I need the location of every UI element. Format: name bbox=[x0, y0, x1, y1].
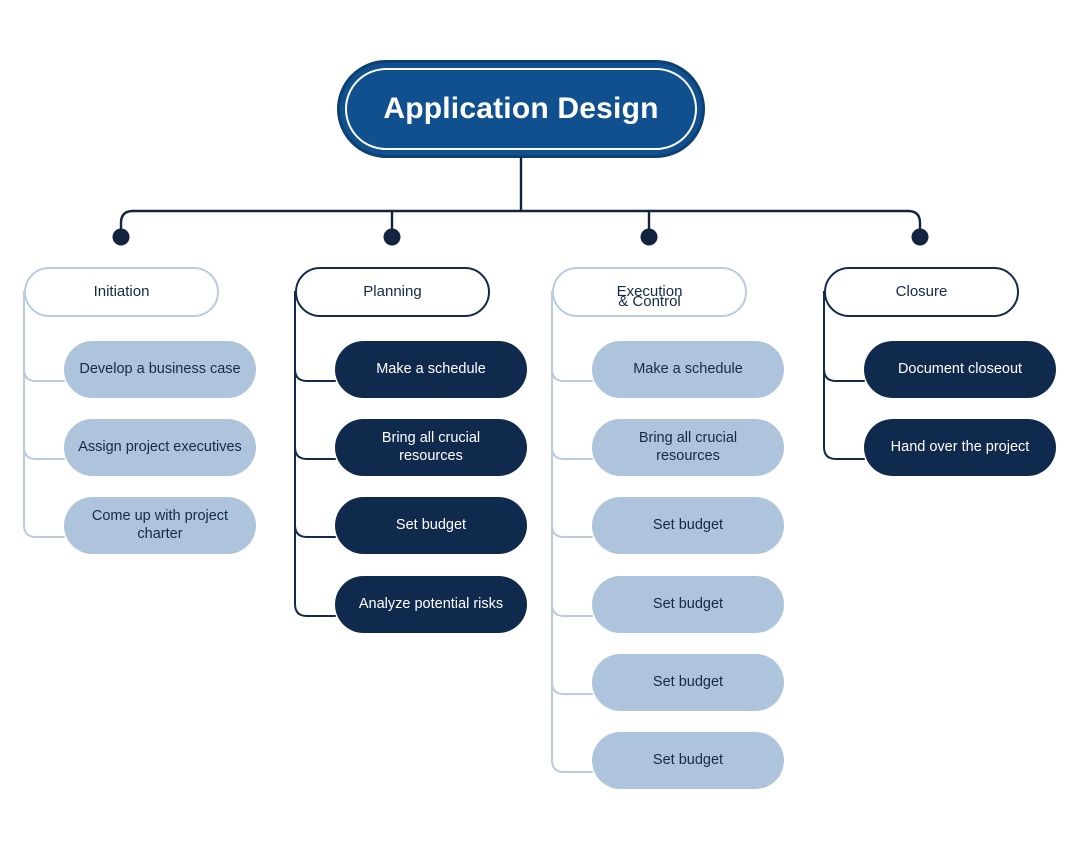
node-closure-1[interactable]: Document closeout bbox=[864, 341, 1056, 398]
column-header-closure-label: Closure bbox=[895, 283, 948, 301]
spine-closure bbox=[823, 291, 865, 460]
node-execution-3[interactable]: Set budget bbox=[592, 497, 784, 554]
column-header-closure[interactable]: Closure bbox=[824, 267, 1019, 317]
trunk-elbow-left bbox=[119, 209, 135, 231]
root-node-application-design[interactable]: Application Design bbox=[337, 60, 705, 158]
branch-dot-closure bbox=[911, 228, 929, 246]
node-execution-5[interactable]: Set budget bbox=[592, 654, 784, 711]
node-planning-3[interactable]: Set budget bbox=[335, 497, 527, 554]
node-closure-2[interactable]: Hand over the project bbox=[864, 419, 1056, 476]
trunk-connectors bbox=[119, 156, 922, 231]
column-header-execution-control-line1: Execution bbox=[616, 283, 683, 301]
node-planning-4[interactable]: Analyze potential risks bbox=[335, 576, 527, 633]
node-execution-4[interactable]: Set budget bbox=[592, 576, 784, 633]
node-initiation-3[interactable]: Come up with project charter bbox=[64, 497, 256, 554]
node-planning-2-label: Bring all crucial resources bbox=[381, 430, 481, 464]
trunk-elbow-right bbox=[906, 209, 922, 231]
node-initiation-2[interactable]: Assign project executives bbox=[64, 419, 256, 476]
node-initiation-3-label: Come up with project charter bbox=[91, 508, 229, 542]
node-initiation-1[interactable]: Develop a business case bbox=[64, 341, 256, 398]
node-execution-3-label: Set budget bbox=[652, 516, 724, 533]
column-header-initiation[interactable]: Initiation bbox=[24, 267, 219, 317]
column-header-planning[interactable]: Planning bbox=[295, 267, 490, 317]
branch-dot-execution bbox=[640, 228, 658, 246]
node-planning-1[interactable]: Make a schedule bbox=[335, 341, 527, 398]
spine-execution bbox=[551, 291, 593, 773]
root-node-label: Application Design bbox=[383, 92, 659, 125]
node-planning-3-label: Set budget bbox=[395, 516, 467, 533]
node-planning-4-label: Analyze potential risks bbox=[358, 595, 504, 612]
spine-planning bbox=[294, 291, 336, 617]
node-planning-1-label: Make a schedule bbox=[376, 360, 486, 377]
node-execution-5-label: Set budget bbox=[652, 673, 724, 690]
node-execution-4-label: Set budget bbox=[652, 595, 724, 612]
node-execution-1[interactable]: Make a schedule bbox=[592, 341, 784, 398]
node-initiation-2-label: Assign project executives bbox=[78, 438, 242, 455]
column-header-initiation-label: Initiation bbox=[93, 283, 150, 301]
node-execution-1-label: Make a schedule bbox=[633, 360, 743, 377]
node-initiation-1-label: Develop a business case bbox=[79, 360, 241, 377]
node-execution-2-label: Bring all crucial resources bbox=[638, 430, 738, 464]
node-execution-6[interactable]: Set budget bbox=[592, 732, 784, 789]
branch-dot-initiation bbox=[112, 228, 130, 246]
node-planning-2[interactable]: Bring all crucial resources bbox=[335, 419, 527, 476]
node-closure-2-label: Hand over the project bbox=[890, 438, 1030, 455]
column-header-execution-control[interactable]: Execution bbox=[552, 267, 747, 317]
node-execution-6-label: Set budget bbox=[652, 751, 724, 768]
column-header-planning-label: Planning bbox=[363, 283, 422, 301]
branch-dot-planning bbox=[383, 228, 401, 246]
spine-initiation bbox=[23, 291, 65, 538]
node-execution-2[interactable]: Bring all crucial resources bbox=[592, 419, 784, 476]
branch-dots bbox=[112, 228, 929, 246]
node-closure-1-label: Document closeout bbox=[897, 360, 1023, 377]
